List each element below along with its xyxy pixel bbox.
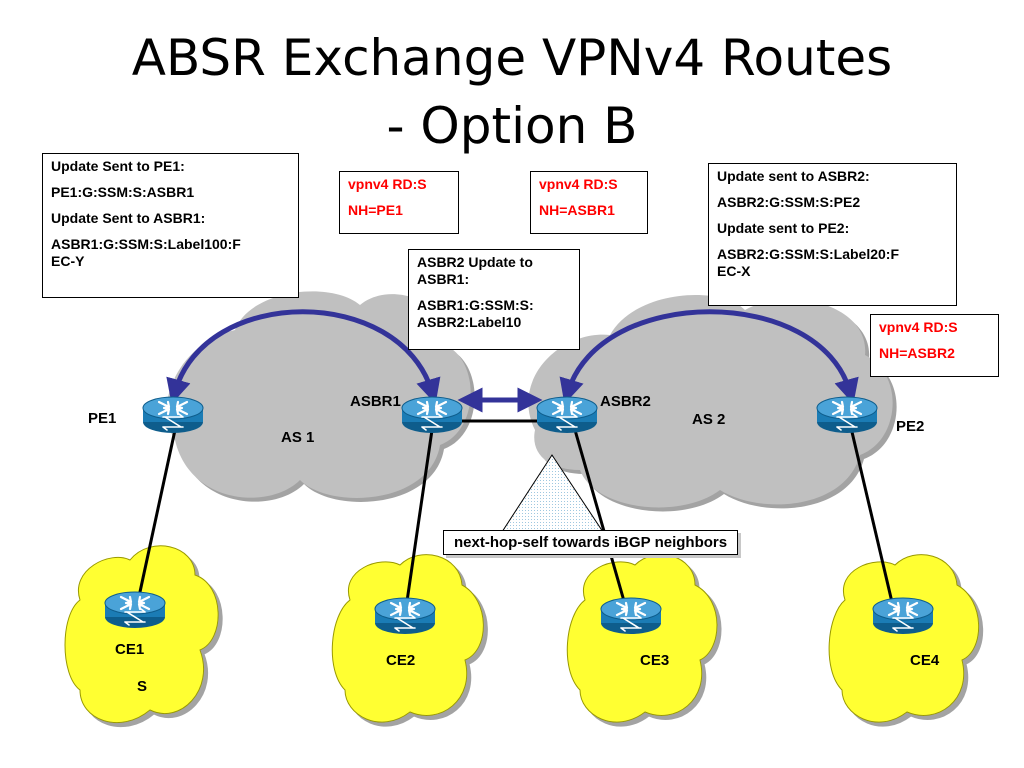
- box-line: Update sent to ASBR2:: [717, 168, 870, 184]
- page-title-line-1: ABSR Exchange VPNv4 Routes: [131, 29, 893, 87]
- router-icon: [871, 596, 935, 636]
- link-pe2-ce4: [850, 431, 897, 616]
- link-asbr2-ce3: [573, 429, 630, 616]
- s-label: S: [137, 678, 148, 695]
- ce3-label: CE3: [640, 652, 670, 669]
- update-sent-to-pe1-box: Update Sent to PE1: PE1:G:SSM:S:ASBR1 Up…: [42, 153, 299, 298]
- ce1-site-cloud: [64, 545, 219, 724]
- box-line: ASBR2 Update to ASBR1:: [417, 254, 533, 287]
- router-icon: [400, 395, 464, 435]
- router-icon: [815, 395, 879, 435]
- pe1-label: PE1: [88, 410, 117, 427]
- router-icon: [535, 395, 599, 435]
- box-line: NH=ASBR1: [539, 202, 615, 218]
- asbr2-label: ASBR2: [600, 393, 651, 410]
- box-line: ASBR2:G:SSM:S:PE2: [717, 194, 861, 210]
- box-line: ASBR1:G:SSM:S: ASBR2:Label10: [417, 297, 534, 330]
- box-line: Update sent to PE2:: [717, 220, 850, 236]
- ce1-label: CE1: [115, 641, 145, 658]
- router-icon: [103, 590, 167, 630]
- box-line: PE1:G:SSM:S:ASBR1: [51, 184, 195, 200]
- as1-label: AS 1: [281, 429, 315, 446]
- ce3-site-cloud: [566, 554, 718, 723]
- vpnv4-nh-asbr1-box: vpnv4 RD:S NH=ASBR1: [530, 171, 648, 234]
- asbr1-label: ASBR1: [350, 393, 401, 410]
- box-line: NH=ASBR2: [879, 345, 955, 361]
- router-icon: [141, 395, 205, 435]
- vpnv4-nh-pe1-box: vpnv4 RD:S NH=PE1: [339, 171, 459, 234]
- vpnv4-nh-asbr2-box: vpnv4 RD:S NH=ASBR2: [870, 314, 999, 377]
- ce4-site-cloud: [828, 554, 980, 723]
- asbr2-update-to-asbr1-box: ASBR2 Update to ASBR1: ASBR1:G:SSM:S: AS…: [408, 249, 580, 350]
- update-sent-to-asbr2-box: Update sent to ASBR2: ASBR2:G:SSM:S:PE2 …: [708, 163, 957, 306]
- page-title-line-2: - Option B: [386, 97, 638, 155]
- box-line: Update Sent to PE1:: [51, 158, 185, 174]
- box-line: Update Sent to ASBR1:: [51, 210, 206, 226]
- link-pe1-ce1: [133, 429, 177, 616]
- ibgp-arrow-as2: [559, 309, 859, 405]
- next-hop-self-callout: next-hop-self towards iBGP neighbors: [443, 530, 739, 555]
- box-line: NH=PE1: [348, 202, 403, 218]
- links: [133, 419, 897, 616]
- router-icon: [373, 596, 437, 636]
- ce2-site-cloud: [331, 554, 484, 723]
- ibgp-arrow-as1: [166, 309, 441, 405]
- box-line: vpnv4 RD:S: [348, 176, 427, 192]
- box-line: ASBR2:G:SSM:S:Label20:F EC-X: [717, 246, 900, 279]
- box-line: ASBR1:G:SSM:S:Label100:F EC-Y: [51, 236, 241, 269]
- pe2-label: PE2: [896, 418, 925, 435]
- as2-label: AS 2: [692, 411, 726, 428]
- ce2-label: CE2: [386, 652, 416, 669]
- router-icon: [599, 596, 663, 636]
- box-line: vpnv4 RD:S: [539, 176, 618, 192]
- ce4-label: CE4: [910, 652, 940, 669]
- box-line: vpnv4 RD:S: [879, 319, 958, 335]
- link-asbr1-ce2: [403, 429, 434, 616]
